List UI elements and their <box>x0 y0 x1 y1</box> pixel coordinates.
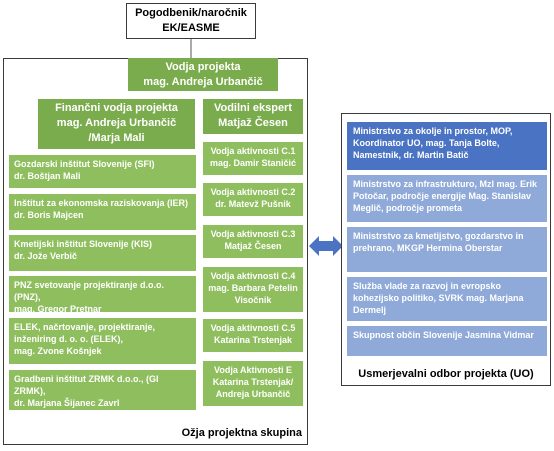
activity-box: Vodja aktivnosti C.4 mag. Barbara Peteli… <box>203 267 303 312</box>
ministry-box: Skupnost občin Slovenije Jasmina Vidmar <box>347 326 547 356</box>
activity-person: dr. Matevž Pušnik <box>215 199 291 209</box>
activity-title: Vodja Aktivnosti E <box>213 365 292 375</box>
activity-title: Vodja aktivnosti C.3 <box>210 229 296 239</box>
ministry-box: Ministrstvo za infrastrukturo, MzI mag. … <box>347 175 547 222</box>
institution-name: Gradbeni inštitut ZRMK d.o.o., (GI ZRMK)… <box>14 374 159 396</box>
activity-title: Vodja aktivnosti C.2 <box>210 187 296 197</box>
ministry-box: Ministrstvo za kmetijstvo, gozdarstvo in… <box>347 227 547 272</box>
activity-box: Vodja aktivnosti C.2 dr. Matevž Pušnik <box>203 183 303 216</box>
activity-box: Vodja aktivnosti C.3 Matjaž Česen <box>203 225 303 258</box>
activity-person: mag. Damir Staničić <box>209 158 297 168</box>
ministry-text: Ministrstvo za okolje in prostor, MOP, K… <box>353 126 513 160</box>
activity-box: Vodja Aktivnosti E Katarina Trstenjak/ A… <box>203 361 303 406</box>
activity-title: Vodja aktivnosti C.1 <box>210 146 296 156</box>
financial-manager-name: mag. Andreja Urbančič <box>56 117 177 129</box>
project-manager-title: Vodja projekta <box>165 61 241 73</box>
financial-manager-title: Finančni vodja projekta <box>55 102 178 114</box>
institution-name: ELEK, načrtovanje, projektiranje, inženi… <box>14 322 156 344</box>
ministry-text: Skupnost občin Slovenije Jasmina Vidmar <box>353 330 534 340</box>
client-title: Pogodbenik/naročnik <box>135 7 247 19</box>
financial-manager-deputy: /Marja Mali <box>88 132 145 144</box>
ministry-text: Ministrstvo za infrastrukturo, MzI mag. … <box>353 179 538 213</box>
steering-committee-label: Usmerjevalni odbor projekta (UO) <box>358 368 534 380</box>
ministry-text: Služba vlade za razvoj in evropsko kohez… <box>353 281 524 315</box>
institution-box: Gozdarski inštitut Slovenije (SFI) dr. B… <box>9 155 196 188</box>
ministry-box: Ministrstvo za okolje in prostor, MOP, K… <box>347 122 547 170</box>
institution-person: mag. Zvone Košnjek <box>14 346 102 356</box>
project-manager-name: mag. Andreja Urbančič <box>143 76 263 88</box>
institution-box: Kmetijski inštitut Slovenije (KIS) dr. J… <box>9 235 196 271</box>
lead-expert-box: Vodilni ekspert Matjaž Česen <box>203 99 303 134</box>
institution-person: dr. Marjana Šijanec Zavrl <box>14 398 120 408</box>
institution-box: PNZ svetovanje projektiranje d.o.o. (PNZ… <box>9 276 196 314</box>
double-arrow-icon <box>309 236 343 256</box>
activity-person: mag. Barbara Petelin Visočnik <box>208 283 298 305</box>
institution-name: PNZ svetovanje projektiranje d.o.o. (PNZ… <box>14 280 165 302</box>
lead-expert-title: Vodilni ekspert <box>213 102 293 114</box>
institution-box: ELEK, načrtovanje, projektiranje, inženi… <box>9 318 196 364</box>
activity-box: Vodja aktivnosti C.1 mag. Damir Staničić <box>203 142 303 175</box>
institution-person: dr. Boris Majcen <box>14 210 84 220</box>
institution-person: mag. Gregor Pretnar <box>14 304 102 314</box>
activity-box: Vodja aktivnosti C.5 Katarina Trstenjak <box>203 319 303 352</box>
institution-name: Kmetijski inštitut Slovenije (KIS) <box>14 239 153 249</box>
institution-box: Inštitut za ekonomska raziskovanja (IER)… <box>9 194 196 230</box>
project-manager-box: Vodja projekta mag. Andreja Urbančič <box>128 58 278 91</box>
financial-manager-box: Finančni vodja projekta mag. Andreja Urb… <box>38 99 195 149</box>
activity-person: Katarina Trstenjak/ Andreja Urbančič <box>212 377 294 399</box>
institution-person: dr. Jože Verbič <box>14 251 78 261</box>
ministry-text: Ministrstvo za kmetijstvo, gozdarstvo in… <box>353 231 524 253</box>
client-subtitle: EK/EASME <box>162 22 220 34</box>
lead-expert-name: Matjaž Česen <box>218 117 288 129</box>
client-box: Pogodbenik/naročnik EK/EASME <box>126 3 256 39</box>
institution-box: Gradbeni inštitut ZRMK d.o.o., (GI ZRMK)… <box>9 370 196 410</box>
activity-person: Katarina Trstenjak <box>213 335 293 345</box>
activity-title: Vodja aktivnosti C.4 <box>210 271 296 281</box>
activity-person: Matjaž Česen <box>224 241 282 251</box>
core-group-label: Ožja projektna skupina <box>181 427 302 439</box>
institution-name: Inštitut za ekonomska raziskovanja (IER) <box>14 198 189 208</box>
activity-title: Vodja aktivnosti C.5 <box>210 323 296 333</box>
ministry-box: Služba vlade za razvoj in evropsko kohez… <box>347 277 547 321</box>
institution-person: dr. Boštjan Mali <box>14 171 81 181</box>
institution-name: Gozdarski inštitut Slovenije (SFI) <box>14 159 155 169</box>
